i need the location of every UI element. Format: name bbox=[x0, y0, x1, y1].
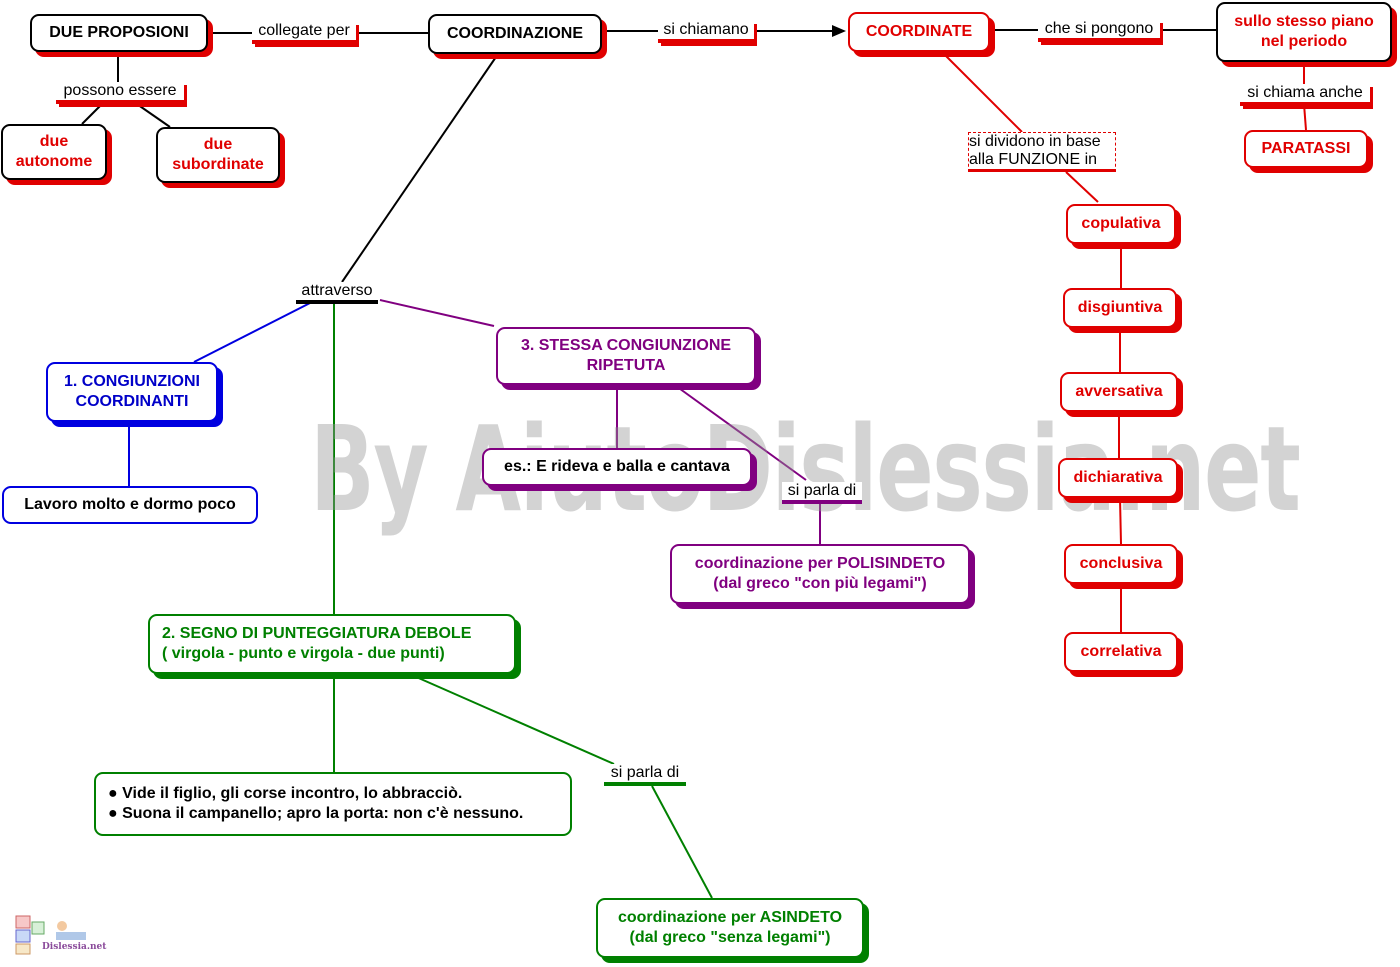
label-si-parla-di-asindeto: si parla di bbox=[604, 764, 686, 786]
node-due-autonome[interactable]: due autonome bbox=[1, 124, 107, 180]
node-conclusiva[interactable]: conclusiva bbox=[1064, 544, 1178, 584]
link bbox=[81, 101, 105, 125]
node-asindeto[interactable]: coordinazione per ASINDETO (dal greco "s… bbox=[596, 898, 864, 958]
label-si-parla-di-polisindeto: si parla di bbox=[782, 482, 862, 504]
link bbox=[1303, 103, 1307, 131]
label-possono-essere: possono essere bbox=[56, 82, 184, 104]
label-si-dividono: si dividono in base alla FUNZIONE in bbox=[968, 132, 1116, 172]
link bbox=[941, 51, 1023, 133]
node-avversativa[interactable]: avversativa bbox=[1060, 372, 1178, 412]
node-esempio-congiunzioni[interactable]: Lavoro molto e dormo poco bbox=[2, 486, 258, 524]
node-esempi-punteggiatura[interactable]: ● Vide il figlio, gli corse incontro, lo… bbox=[94, 772, 572, 836]
node-copulativa[interactable]: copulativa bbox=[1066, 204, 1176, 244]
label-si-chiamano: si chiamano bbox=[658, 21, 754, 43]
logo: Dislessia.net bbox=[14, 912, 106, 956]
node-congiunzioni-coordinanti[interactable]: 1. CONGIUNZIONI COORDINANTI bbox=[46, 362, 218, 422]
logo-text: Dislessia.net bbox=[42, 942, 107, 952]
link bbox=[413, 675, 615, 765]
link bbox=[651, 785, 713, 899]
link bbox=[133, 101, 171, 128]
link bbox=[341, 53, 499, 283]
node-paratassi[interactable]: PARATASSI bbox=[1244, 130, 1368, 168]
arrow-head bbox=[832, 25, 846, 37]
node-correlativa[interactable]: correlativa bbox=[1064, 632, 1178, 672]
node-coordinate[interactable]: COORDINATE bbox=[848, 12, 990, 52]
link bbox=[1065, 171, 1099, 203]
label-che-si-pongono: che si pongono bbox=[1038, 20, 1160, 42]
node-punteggiatura-debole[interactable]: 2. SEGNO DI PUNTEGGIATURA DEBOLE ( virgo… bbox=[148, 614, 516, 674]
node-stessa-congiunzione[interactable]: 3. STESSA CONGIUNZIONE RIPETUTA bbox=[496, 327, 756, 385]
node-disgiuntiva[interactable]: disgiuntiva bbox=[1063, 288, 1177, 328]
label-collegate-per: collegate per bbox=[252, 22, 356, 44]
label-attraverso: attraverso bbox=[296, 282, 378, 304]
node-due-subordinate[interactable]: due subordinate bbox=[156, 127, 280, 183]
node-dichiarativa[interactable]: dichiarativa bbox=[1058, 458, 1178, 498]
node-due-proposizioni[interactable]: DUE PROPOSIONI bbox=[30, 14, 208, 52]
node-polisindeto[interactable]: coordinazione per POLISINDETO (dal greco… bbox=[670, 544, 970, 604]
link bbox=[379, 299, 495, 327]
link bbox=[675, 385, 807, 481]
node-coordinazione[interactable]: COORDINAZIONE bbox=[428, 14, 602, 54]
label-si-chiama-anche: si chiama anche bbox=[1240, 84, 1370, 106]
node-esempio-ripetuta[interactable]: es.: E rideva e balla e cantava bbox=[482, 448, 752, 486]
link bbox=[193, 301, 313, 363]
link bbox=[1119, 497, 1122, 545]
node-stesso-piano[interactable]: sullo stesso piano nel periodo bbox=[1216, 2, 1392, 62]
logo-icon bbox=[15, 915, 86, 955]
